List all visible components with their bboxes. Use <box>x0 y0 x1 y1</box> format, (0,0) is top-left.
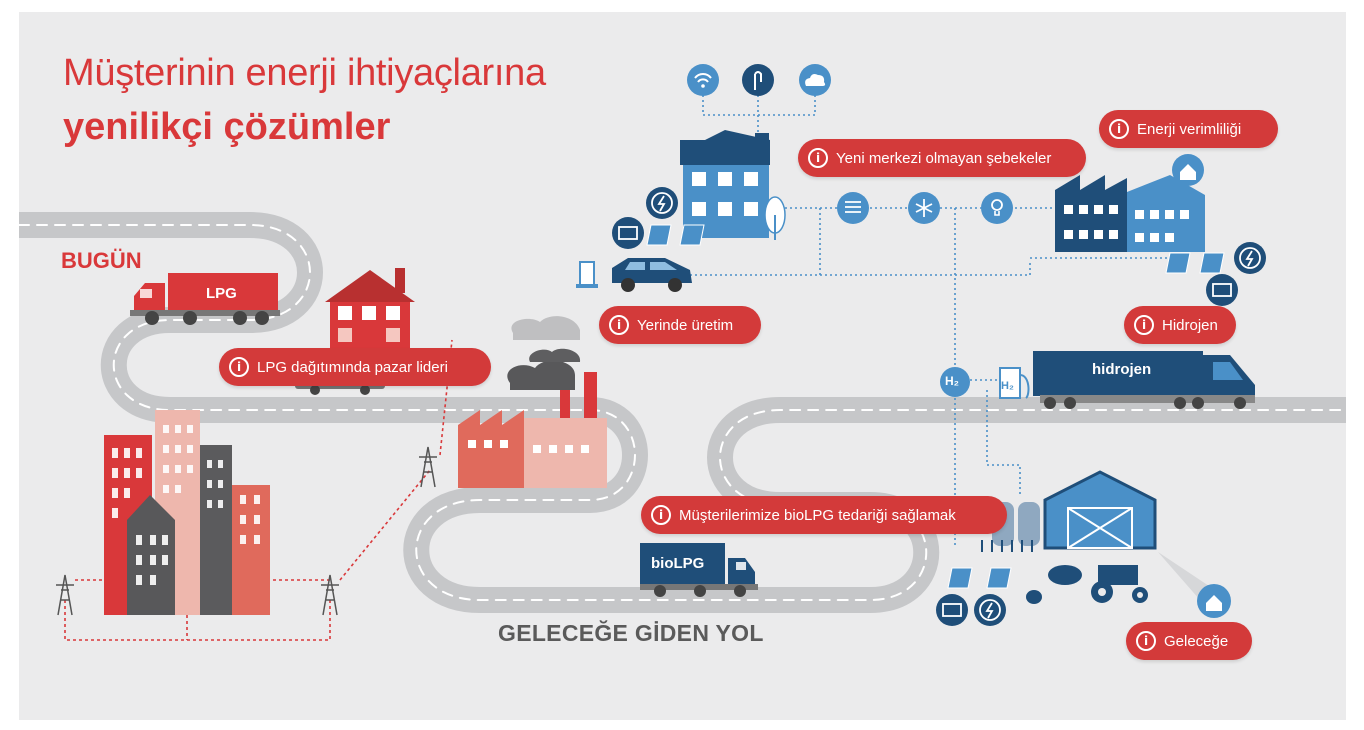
page-title-line1: Müşterinin enerji ihtiyaçlarına <box>63 52 546 94</box>
infographic-panel: Müşterinin enerji ihtiyaçlarına yenilikç… <box>19 12 1346 720</box>
wifi-icon <box>687 64 719 96</box>
touch-icon <box>742 64 774 96</box>
pill-label: Hidrojen <box>1162 316 1218 334</box>
pig-icon <box>1048 565 1082 585</box>
lightbulb-icon <box>981 192 1013 224</box>
city-buildings <box>104 410 270 615</box>
car <box>612 258 692 292</box>
crops <box>981 540 1033 552</box>
home-icon <box>1197 584 1231 618</box>
info-pill-hydrogen[interactable]: i Hidrojen <box>1124 306 1236 344</box>
tractor-icon <box>1091 565 1148 603</box>
today-label: BUGÜN <box>61 248 142 273</box>
info-pill-future[interactable]: i Geleceğe <box>1126 622 1252 660</box>
pill-label: Yerinde üretim <box>637 316 734 334</box>
hydrogen-symbol: H₂ <box>945 374 959 388</box>
info-pill-efficiency[interactable]: i Enerji verimliliği <box>1099 110 1278 148</box>
solar-panel-icon <box>646 224 1225 589</box>
road-label: GELECEĞE GİDEN YOL <box>498 620 764 646</box>
biolpg-truck-label: bioLPG <box>651 555 705 572</box>
info-pill-biolpg[interactable]: i Müşterilerimize bioLPG tedariği sağlama… <box>641 496 1007 534</box>
hydrogen-truck <box>1033 351 1255 409</box>
info-pill-onsite[interactable]: i Yerinde üretim <box>599 306 761 344</box>
snowflake-icon <box>908 192 940 224</box>
biolpg-truck <box>640 543 758 597</box>
hydrogen-pump <box>999 367 1030 399</box>
zoom-cone <box>1158 552 1215 600</box>
barn-icon <box>1043 470 1157 550</box>
info-icon: i <box>651 505 671 525</box>
pump-hydrogen-symbol: H₂ <box>1001 380 1014 392</box>
lpg-truck <box>130 273 280 325</box>
info-icon: i <box>808 148 828 168</box>
factory-icon <box>1055 175 1205 252</box>
pill-label: Müşterilerimize bioLPG tedariği sağlamak <box>679 506 956 524</box>
hydrogen-truck-label: hidrojen <box>1092 361 1152 378</box>
chicken-icon <box>1026 590 1042 604</box>
scene-illustration <box>19 64 1346 641</box>
floor-heating-icon <box>837 192 869 224</box>
info-icon: i <box>229 357 249 377</box>
battery-icon <box>1206 274 1238 306</box>
info-icon: i <box>1136 631 1156 651</box>
cloud-icon <box>799 64 831 96</box>
info-icon: i <box>609 315 629 335</box>
battery-icon <box>936 594 968 626</box>
charging-icon <box>974 594 1006 626</box>
power-pylon-icon <box>56 446 437 616</box>
home-icon <box>1172 154 1204 186</box>
hydrogen-icon <box>940 367 970 397</box>
pill-label: LPG dağıtımında pazar lideri <box>257 358 448 376</box>
info-pill-lpg-leader[interactable]: i LPG dağıtımında pazar lideri <box>219 348 491 386</box>
info-icon: i <box>1134 315 1154 335</box>
page-title-line2: yenilikçi çözümler <box>63 106 391 148</box>
pill-label: Yeni merkezi olmayan şebekeler <box>836 149 1052 167</box>
charging-icon <box>1234 242 1266 274</box>
charging-station <box>576 261 598 288</box>
lpg-truck-label: LPG <box>206 285 237 302</box>
pill-label: Geleceğe <box>1164 632 1229 650</box>
tree-icon <box>764 196 786 240</box>
battery-icon <box>612 217 644 249</box>
factory-icon <box>458 316 607 488</box>
pill-label: Enerji verimliliği <box>1137 120 1242 138</box>
info-icon: i <box>1109 119 1129 139</box>
house <box>325 268 415 355</box>
charging-icon <box>646 187 678 219</box>
smart-house <box>680 130 770 238</box>
info-pill-decentralized[interactable]: i Yeni merkezi olmayan şebekeler <box>798 139 1086 177</box>
